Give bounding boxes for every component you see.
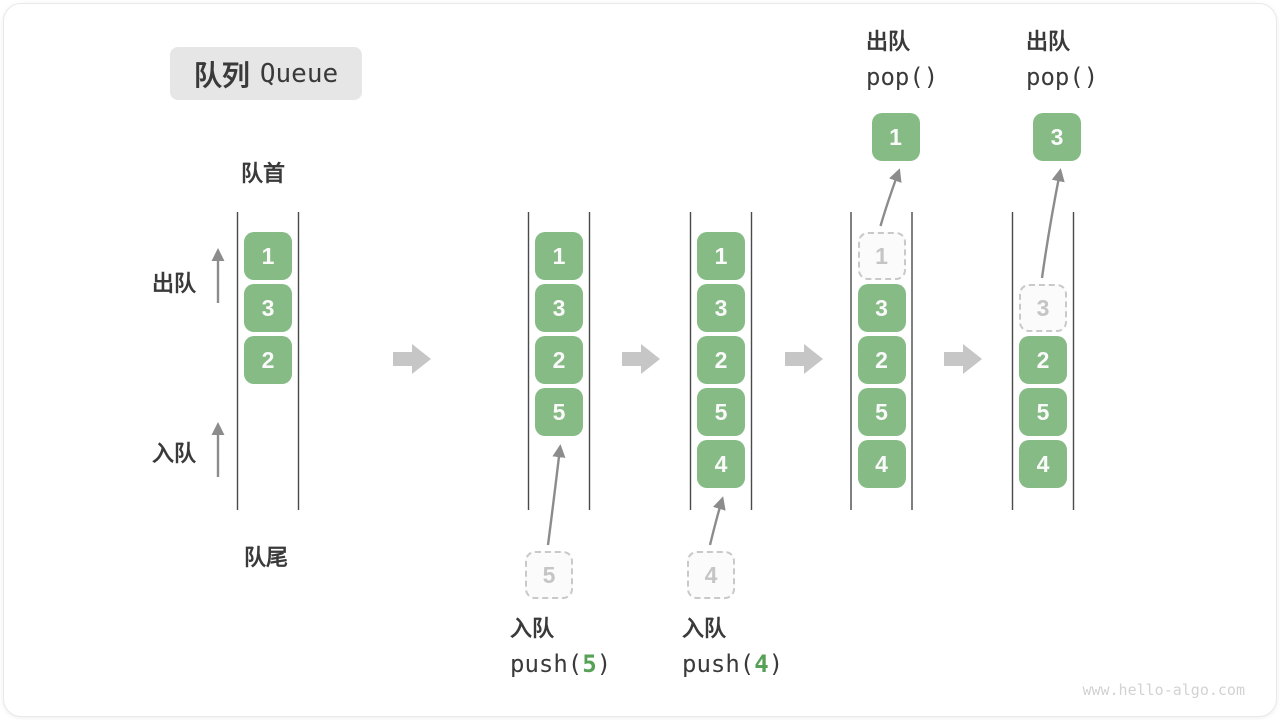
- label-queue-rear: 队尾: [244, 545, 289, 570]
- queue-cell-state-5-pop-3: 5: [1019, 388, 1067, 436]
- queue-cell-state-1-initial: 2: [244, 336, 292, 384]
- queue-cell-dashed-state-5-pop-3: 3: [1019, 284, 1067, 332]
- op-zh-label: 出队: [866, 29, 911, 54]
- queue-cell-dashed-state-4-pop-1: 1: [857, 232, 906, 280]
- queue-cell-state-1-initial: 3: [244, 284, 292, 332]
- label-queue-front: 队首: [241, 161, 286, 186]
- op-zh-label: 入队: [510, 616, 555, 641]
- op-label-state-5-pop-3: 出队 pop(): [1026, 29, 1099, 91]
- queue-cell-state-3-push-4: 5: [697, 388, 745, 436]
- queue-cell-state-4-pop-1: 5: [857, 388, 906, 436]
- label-dequeue-side: 出队: [152, 271, 197, 296]
- popped-value-box-state-5-pop-3: 3: [1033, 113, 1081, 161]
- pending-value-box-state-3-push-4: 4: [687, 551, 735, 599]
- op-zh-label: 入队: [682, 616, 727, 641]
- queue-cell-state-1-initial: 1: [244, 232, 292, 280]
- op-zh-label: 出队: [1026, 29, 1071, 54]
- op-code-arg: 4: [754, 650, 769, 678]
- queue-cell-state-2-push-5: 2: [535, 336, 583, 384]
- title-zh: 队列: [193, 59, 250, 91]
- watermark: www.hello-algo.com: [1082, 681, 1245, 699]
- op-code-label: pop(): [1026, 63, 1099, 91]
- op-code-label: push(4): [682, 650, 784, 678]
- queue-cell-state-4-pop-1: 3: [857, 284, 906, 332]
- title-en: Queue: [259, 58, 339, 89]
- queue-cell-state-2-push-5: 3: [535, 284, 583, 332]
- op-code-arg: 5: [582, 650, 597, 678]
- op-code-label: push(5): [510, 650, 612, 678]
- queue-cell-state-3-push-4: 1: [697, 232, 745, 280]
- queue-cell-state-4-pop-1: 2: [857, 336, 906, 384]
- op-label-state-2-push-5: 入队 push(5): [510, 616, 612, 678]
- queue-cell-state-4-pop-1: 4: [857, 440, 906, 488]
- pending-value-box-state-2-push-5: 5: [525, 551, 573, 599]
- label-enqueue-side: 入队: [152, 441, 197, 466]
- title-chip: 队列 Queue: [170, 47, 362, 100]
- queue-cell-state-5-pop-3: 4: [1019, 440, 1067, 488]
- popped-value-box-state-4-pop-1: 1: [871, 113, 920, 161]
- op-label-state-4-pop-1: 出队 pop(): [866, 29, 939, 91]
- queue-cell-state-2-push-5: 1: [535, 232, 583, 280]
- queue-cell-state-5-pop-3: 2: [1019, 336, 1067, 384]
- queue-cell-state-3-push-4: 4: [697, 440, 745, 488]
- queue-cell-state-3-push-4: 2: [697, 336, 745, 384]
- op-code-label: pop(): [866, 63, 939, 91]
- queue-cell-state-3-push-4: 3: [697, 284, 745, 332]
- figure-card: [3, 3, 1277, 717]
- queue-cell-state-2-push-5: 5: [535, 388, 583, 436]
- op-label-state-3-push-4: 入队 push(4): [682, 616, 784, 678]
